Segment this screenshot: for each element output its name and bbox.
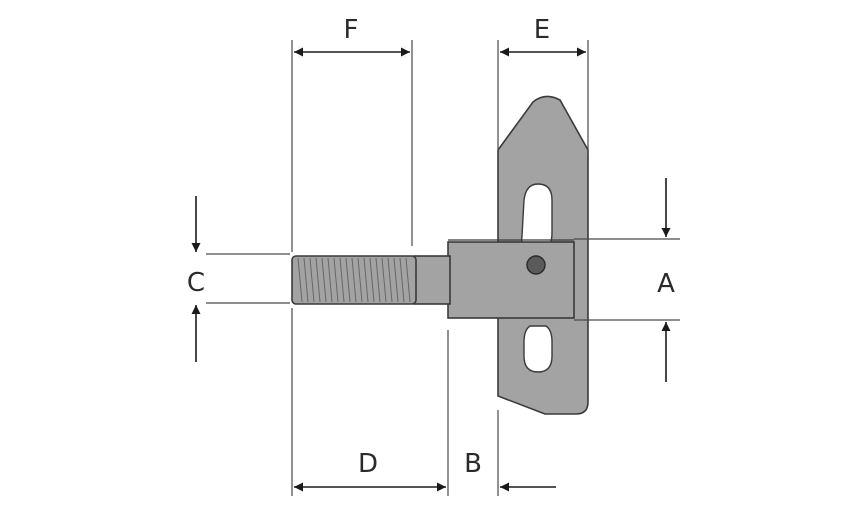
- thread-lines: [297, 257, 411, 303]
- thread-line: [381, 257, 387, 303]
- thread-line: [327, 257, 333, 303]
- bolt-neck: [413, 255, 451, 305]
- thread-line: [363, 257, 369, 303]
- dimension-arrows: [191, 47, 671, 492]
- dimension-label-c: C: [187, 268, 205, 298]
- thread-line: [303, 257, 309, 303]
- thread-line: [345, 257, 351, 303]
- thread-line: [321, 257, 327, 303]
- bolt-head-block: [447, 241, 575, 319]
- thread-line: [399, 257, 405, 303]
- plate-slot-upper: [520, 183, 553, 249]
- bolt-assembly: [291, 95, 589, 415]
- thread-line: [309, 257, 315, 303]
- thread-line: [297, 257, 303, 303]
- thread-line: [393, 257, 399, 303]
- dimension-label-e: E: [534, 15, 550, 45]
- thread-line: [339, 257, 345, 303]
- dimension-label-a: A: [657, 269, 675, 299]
- thread-line: [375, 257, 381, 303]
- thread-line: [351, 257, 357, 303]
- thread-line: [333, 257, 339, 303]
- extension-lines: [206, 40, 680, 496]
- thread-line: [369, 257, 375, 303]
- thread-line: [405, 257, 411, 303]
- pivot-pin: [526, 255, 546, 275]
- thread-line: [387, 257, 393, 303]
- dimension-label-d: D: [358, 449, 378, 479]
- dimension-label-b: B: [464, 449, 482, 479]
- dimension-label-f: F: [344, 15, 359, 45]
- thread-line: [357, 257, 363, 303]
- plate-slot-lower: [523, 325, 553, 373]
- thread-line: [315, 257, 321, 303]
